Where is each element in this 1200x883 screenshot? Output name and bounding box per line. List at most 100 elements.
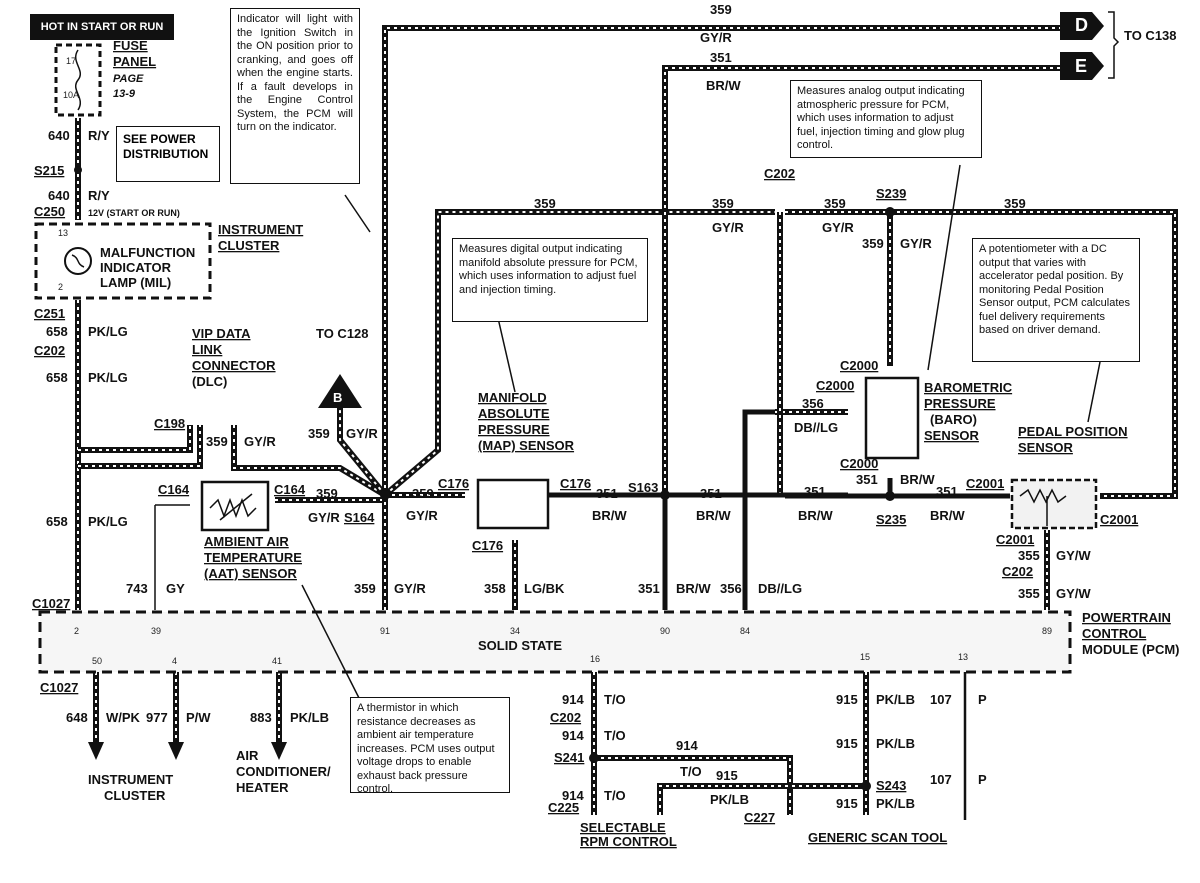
baro-label-1: BAROMETRIC [924, 380, 1013, 395]
c359-b-color: GY/R [346, 426, 378, 441]
c355-b-color: GY/W [1056, 586, 1091, 601]
dlc-label-1: VIP DATA [192, 326, 251, 341]
c359-baro-num: 359 [862, 236, 884, 251]
inst-bottom-1: INSTRUMENT [88, 772, 173, 787]
c359-top-color: GY/R [700, 30, 732, 45]
c914-c-num: 914 [676, 738, 698, 753]
c351-pcm-num: 351 [638, 581, 660, 596]
connector-d-arrow[interactable] [1060, 12, 1104, 40]
to-c138: TO C138 [1124, 28, 1177, 43]
c658-c-color: PK/LG [88, 514, 128, 529]
pcm-label-1: POWERTRAIN [1082, 610, 1171, 625]
solid-state-label: SOLID STATE [478, 638, 562, 653]
ac-label-2: CONDITIONER/ [236, 764, 331, 779]
c648-num: 648 [66, 710, 88, 725]
see-power-distribution-box[interactable]: SEE POWER DISTRIBUTION [116, 126, 220, 182]
see-power-line2: DISTRIBUTION [123, 147, 209, 161]
c202-left-label: C202 [34, 343, 65, 358]
pcm-pin-41: 41 [272, 656, 282, 666]
c250-label: C250 [34, 204, 65, 219]
c107-b-num: 107 [930, 772, 952, 787]
dlc-label-4: (DLC) [192, 374, 227, 389]
c640-top-color: R/Y [88, 128, 110, 143]
pcm-pin-50: 50 [92, 656, 102, 666]
pcm-pin-4: 4 [172, 656, 177, 666]
splice-s215 [74, 166, 82, 174]
fuse-page-num: 13-9 [113, 88, 136, 100]
fuse-num: 17 [66, 56, 76, 66]
c915-d-color: PK/LB [876, 796, 915, 811]
c355-b-num: 355 [1018, 586, 1040, 601]
pcm-pin-84: 84 [740, 626, 750, 636]
map-label-2: ABSOLUTE [478, 406, 550, 421]
baro-label-4: SENSOR [924, 428, 980, 443]
mil-label-3: LAMP (MIL) [100, 275, 171, 290]
mil-lamp-icon [64, 247, 92, 275]
c914-d-color: T/O [604, 788, 626, 803]
c359-c202-num: 359 [712, 196, 734, 211]
splice-s241 [589, 753, 599, 763]
baro-label-3: (BARO) [930, 412, 977, 427]
pcm-pin-90: 90 [660, 626, 670, 636]
aat-label-1: AMBIENT AIR [204, 534, 289, 549]
wire-group-striped [75, 25, 1178, 815]
c356-baro-color: DB//LG [794, 420, 838, 435]
splice-s163 [660, 490, 670, 500]
c648-color: W/PK [106, 710, 141, 725]
splice-s243 [861, 781, 871, 791]
c658-a-num: 658 [46, 324, 68, 339]
c914-b-color: T/O [604, 728, 626, 743]
c107-b-color: P [978, 772, 987, 787]
instrument-cluster-box [34, 222, 212, 300]
fuse-rating: 10A [63, 90, 79, 100]
ac-label-3: HEATER [236, 780, 289, 795]
c356-pcm-num: 356 [720, 581, 742, 596]
c359-b-num: 359 [308, 426, 330, 441]
aat-label-3: (AAT) SENSOR [204, 566, 298, 581]
c225-label: C225 [548, 800, 579, 815]
c176-b-label: C176 [472, 538, 503, 553]
mil-note: Indicator will light with the Ignition S… [230, 8, 360, 184]
c356-baro-num: 356 [802, 396, 824, 411]
pcm-pin-34: 34 [510, 626, 520, 636]
c359-pcm-num: 359 [354, 581, 376, 596]
connector-b-arrow[interactable] [318, 374, 362, 408]
c202-right-label: C202 [1002, 564, 1033, 579]
c977-color: P/W [186, 710, 211, 725]
s243-label: S243 [876, 778, 906, 793]
c915-c-num: 915 [716, 768, 738, 783]
s163-label: S163 [628, 480, 658, 495]
c351-pcm-color: BR/W [676, 581, 711, 596]
mil-label-2: INDICATOR [100, 260, 172, 275]
map-label-4: (MAP) SENSOR [478, 438, 575, 453]
c198-label: C198 [154, 416, 185, 431]
c883-num: 883 [250, 710, 272, 725]
c359-top-num: 359 [710, 2, 732, 17]
baro-note: Measures analog output indicating atmosp… [790, 80, 982, 158]
pedal-note: A potentiometer with a DC output that va… [972, 238, 1140, 362]
c351-pedal-color: BR/W [930, 508, 965, 523]
c351-r-color: BR/W [798, 508, 833, 523]
pcm-box [38, 610, 1072, 674]
c358-num: 358 [484, 581, 506, 596]
c227-label: C227 [744, 810, 775, 825]
c359-pcm-color: GY/R [394, 581, 426, 596]
c358-color: LG/BK [524, 581, 565, 596]
map-note: Measures digital output indicating manif… [452, 238, 648, 322]
c351-map-num: 351 [596, 486, 618, 501]
c2000-c-label: C2000 [840, 456, 878, 471]
s241-label: S241 [554, 750, 584, 765]
wire-351-solid [548, 409, 1010, 820]
c359-pedal-num: 359 [1004, 196, 1026, 211]
connector-e-arrow[interactable] [1060, 52, 1104, 80]
c355-a-num: 355 [1018, 548, 1040, 563]
s235-label: S235 [876, 512, 906, 527]
aat-note: A thermistor in which resistance decreas… [350, 697, 510, 795]
rpm-label-1: SELECTABLE [580, 820, 666, 835]
c164-left-label: C164 [158, 482, 190, 497]
c351-top-num: 351 [710, 50, 732, 65]
c915-d-num: 915 [836, 796, 858, 811]
map-label-3: PRESSURE [478, 422, 550, 437]
s164-label: S164 [344, 510, 375, 525]
